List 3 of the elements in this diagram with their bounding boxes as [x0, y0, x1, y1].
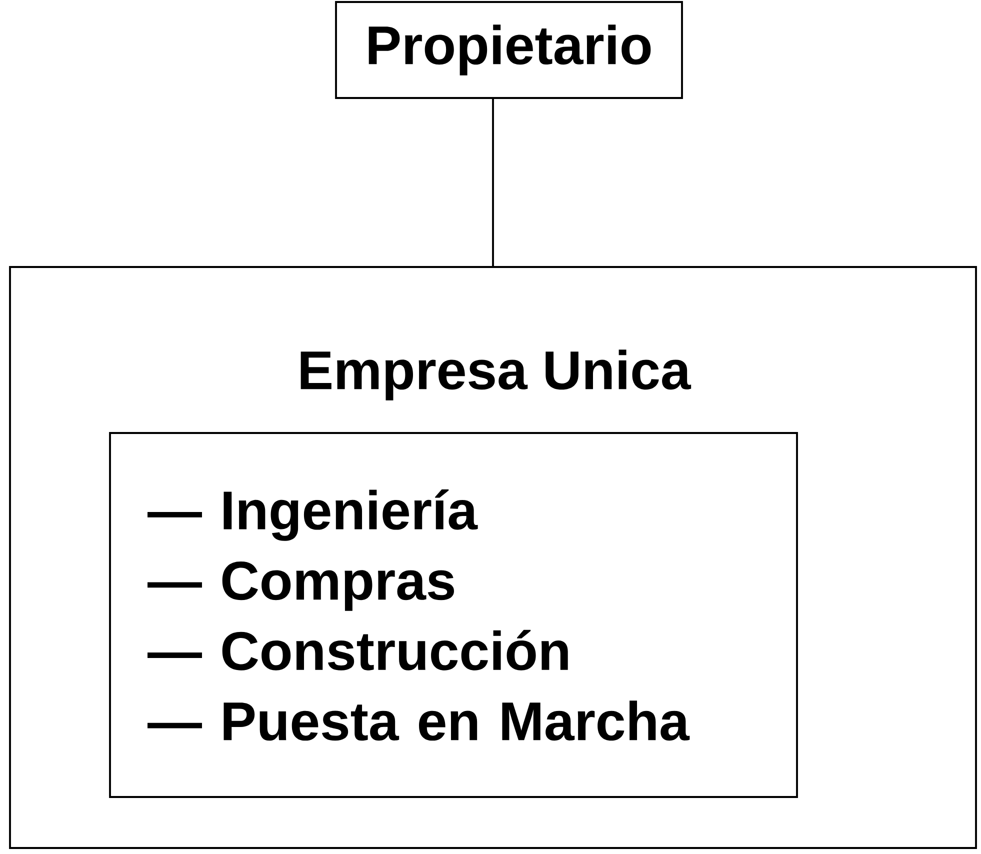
- owner-box: Propietario: [335, 1, 683, 99]
- connector-line: [492, 98, 494, 266]
- activities-box: — Ingeniería — Compras — Construcción — Puesta en Marcha: [109, 432, 798, 798]
